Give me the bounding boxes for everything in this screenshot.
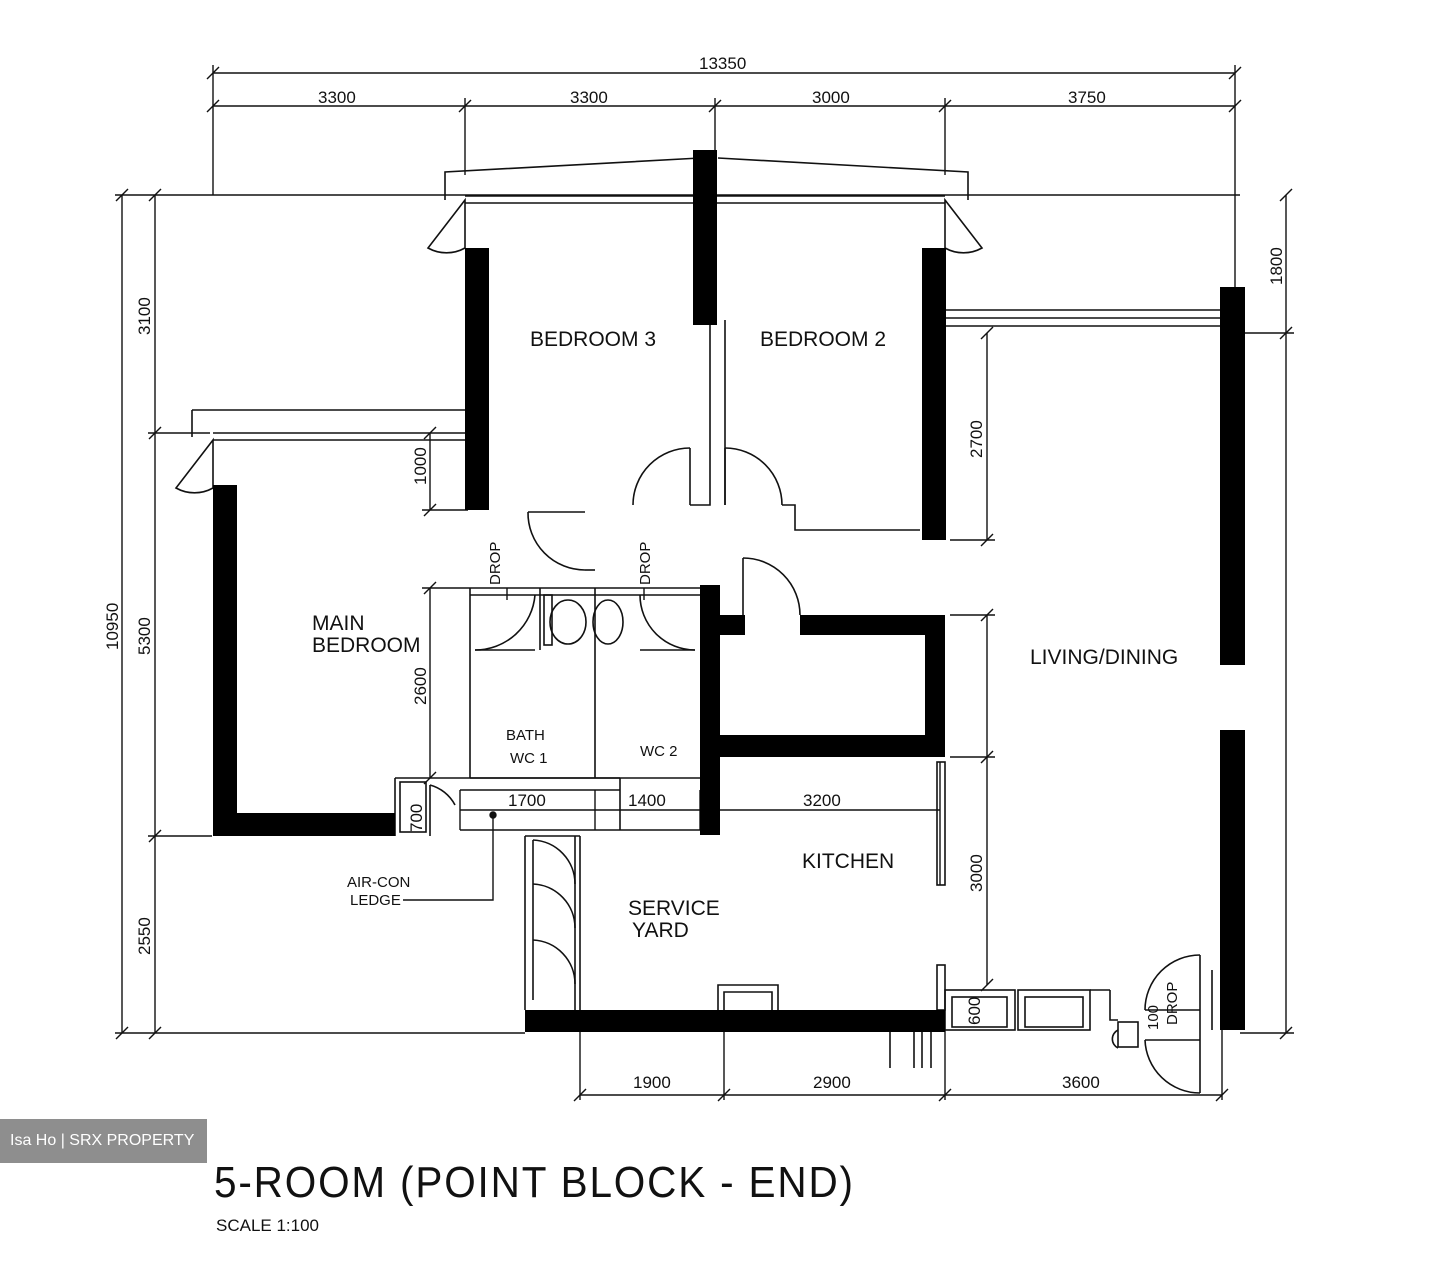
dim-top-2: 3300 xyxy=(570,88,608,107)
room-labels: BEDROOM 3 BEDROOM 2 MAIN BEDROOM LIVING/… xyxy=(312,328,1181,1025)
service-yard-label-2: YARD xyxy=(632,919,689,942)
plan-scale: SCALE 1:100 xyxy=(216,1216,320,1235)
dim-top-4: 3750 xyxy=(1068,88,1106,107)
dim-100: 100 xyxy=(1145,1005,1162,1030)
bath-label: BATH xyxy=(506,727,545,744)
dim-600: 600 xyxy=(965,997,984,1025)
dim-700: 700 xyxy=(407,804,426,832)
dimension-labels: 13350 3300 3300 3000 3750 10950 3100 100… xyxy=(103,54,1286,1092)
service-yard-label-1: SERVICE xyxy=(628,897,720,920)
plan-title: 5-ROOM (POINT BLOCK - END) xyxy=(214,1158,855,1207)
dim-top-1: 3300 xyxy=(318,88,356,107)
bedroom-3-label: BEDROOM 3 xyxy=(530,328,656,351)
dim-bottom-2: 2900 xyxy=(813,1073,851,1092)
dim-3000: 3000 xyxy=(967,854,986,892)
main-bedroom-label-2: BEDROOM xyxy=(312,634,421,657)
dim-1800: 1800 xyxy=(1267,247,1286,285)
dim-left-2: 1000 xyxy=(411,447,430,485)
dim-left-4: 2550 xyxy=(135,917,154,955)
dimension-lines xyxy=(115,65,1294,1102)
drop-label-3: DROP xyxy=(1164,982,1181,1025)
dim-left-1: 3100 xyxy=(135,297,154,335)
aircon-label-1: AIR-CON xyxy=(347,874,410,891)
dim-bottom-1: 1900 xyxy=(633,1073,671,1092)
drop-label-2: DROP xyxy=(637,542,654,585)
main-bedroom-label-1: MAIN xyxy=(312,612,365,635)
dim-top-total: 13350 xyxy=(699,54,746,73)
structural-walls xyxy=(213,150,1245,1032)
dim-top-3: 3000 xyxy=(812,88,850,107)
dim-left-3: 5300 xyxy=(135,617,154,655)
watermark-label: Isa Ho | SRX PROPERTY xyxy=(0,1119,207,1163)
aircon-label-2: LEDGE xyxy=(350,892,401,909)
kitchen-label: KITCHEN xyxy=(802,850,894,873)
bedroom-2-label: BEDROOM 2 xyxy=(760,328,886,351)
living-dining-label: LIVING/DINING xyxy=(1030,646,1178,669)
drop-label-1: DROP xyxy=(487,542,504,585)
dim-2700: 2700 xyxy=(967,420,986,458)
wc2-label: WC 2 xyxy=(640,743,678,760)
dim-2600: 2600 xyxy=(411,667,430,705)
dim-3200: 3200 xyxy=(803,791,841,810)
wc1-label: WC 1 xyxy=(510,750,548,767)
dim-bottom-3: 3600 xyxy=(1062,1073,1100,1092)
dim-1700: 1700 xyxy=(508,791,546,810)
dim-left-total: 10950 xyxy=(103,603,122,650)
dim-1400: 1400 xyxy=(628,791,666,810)
